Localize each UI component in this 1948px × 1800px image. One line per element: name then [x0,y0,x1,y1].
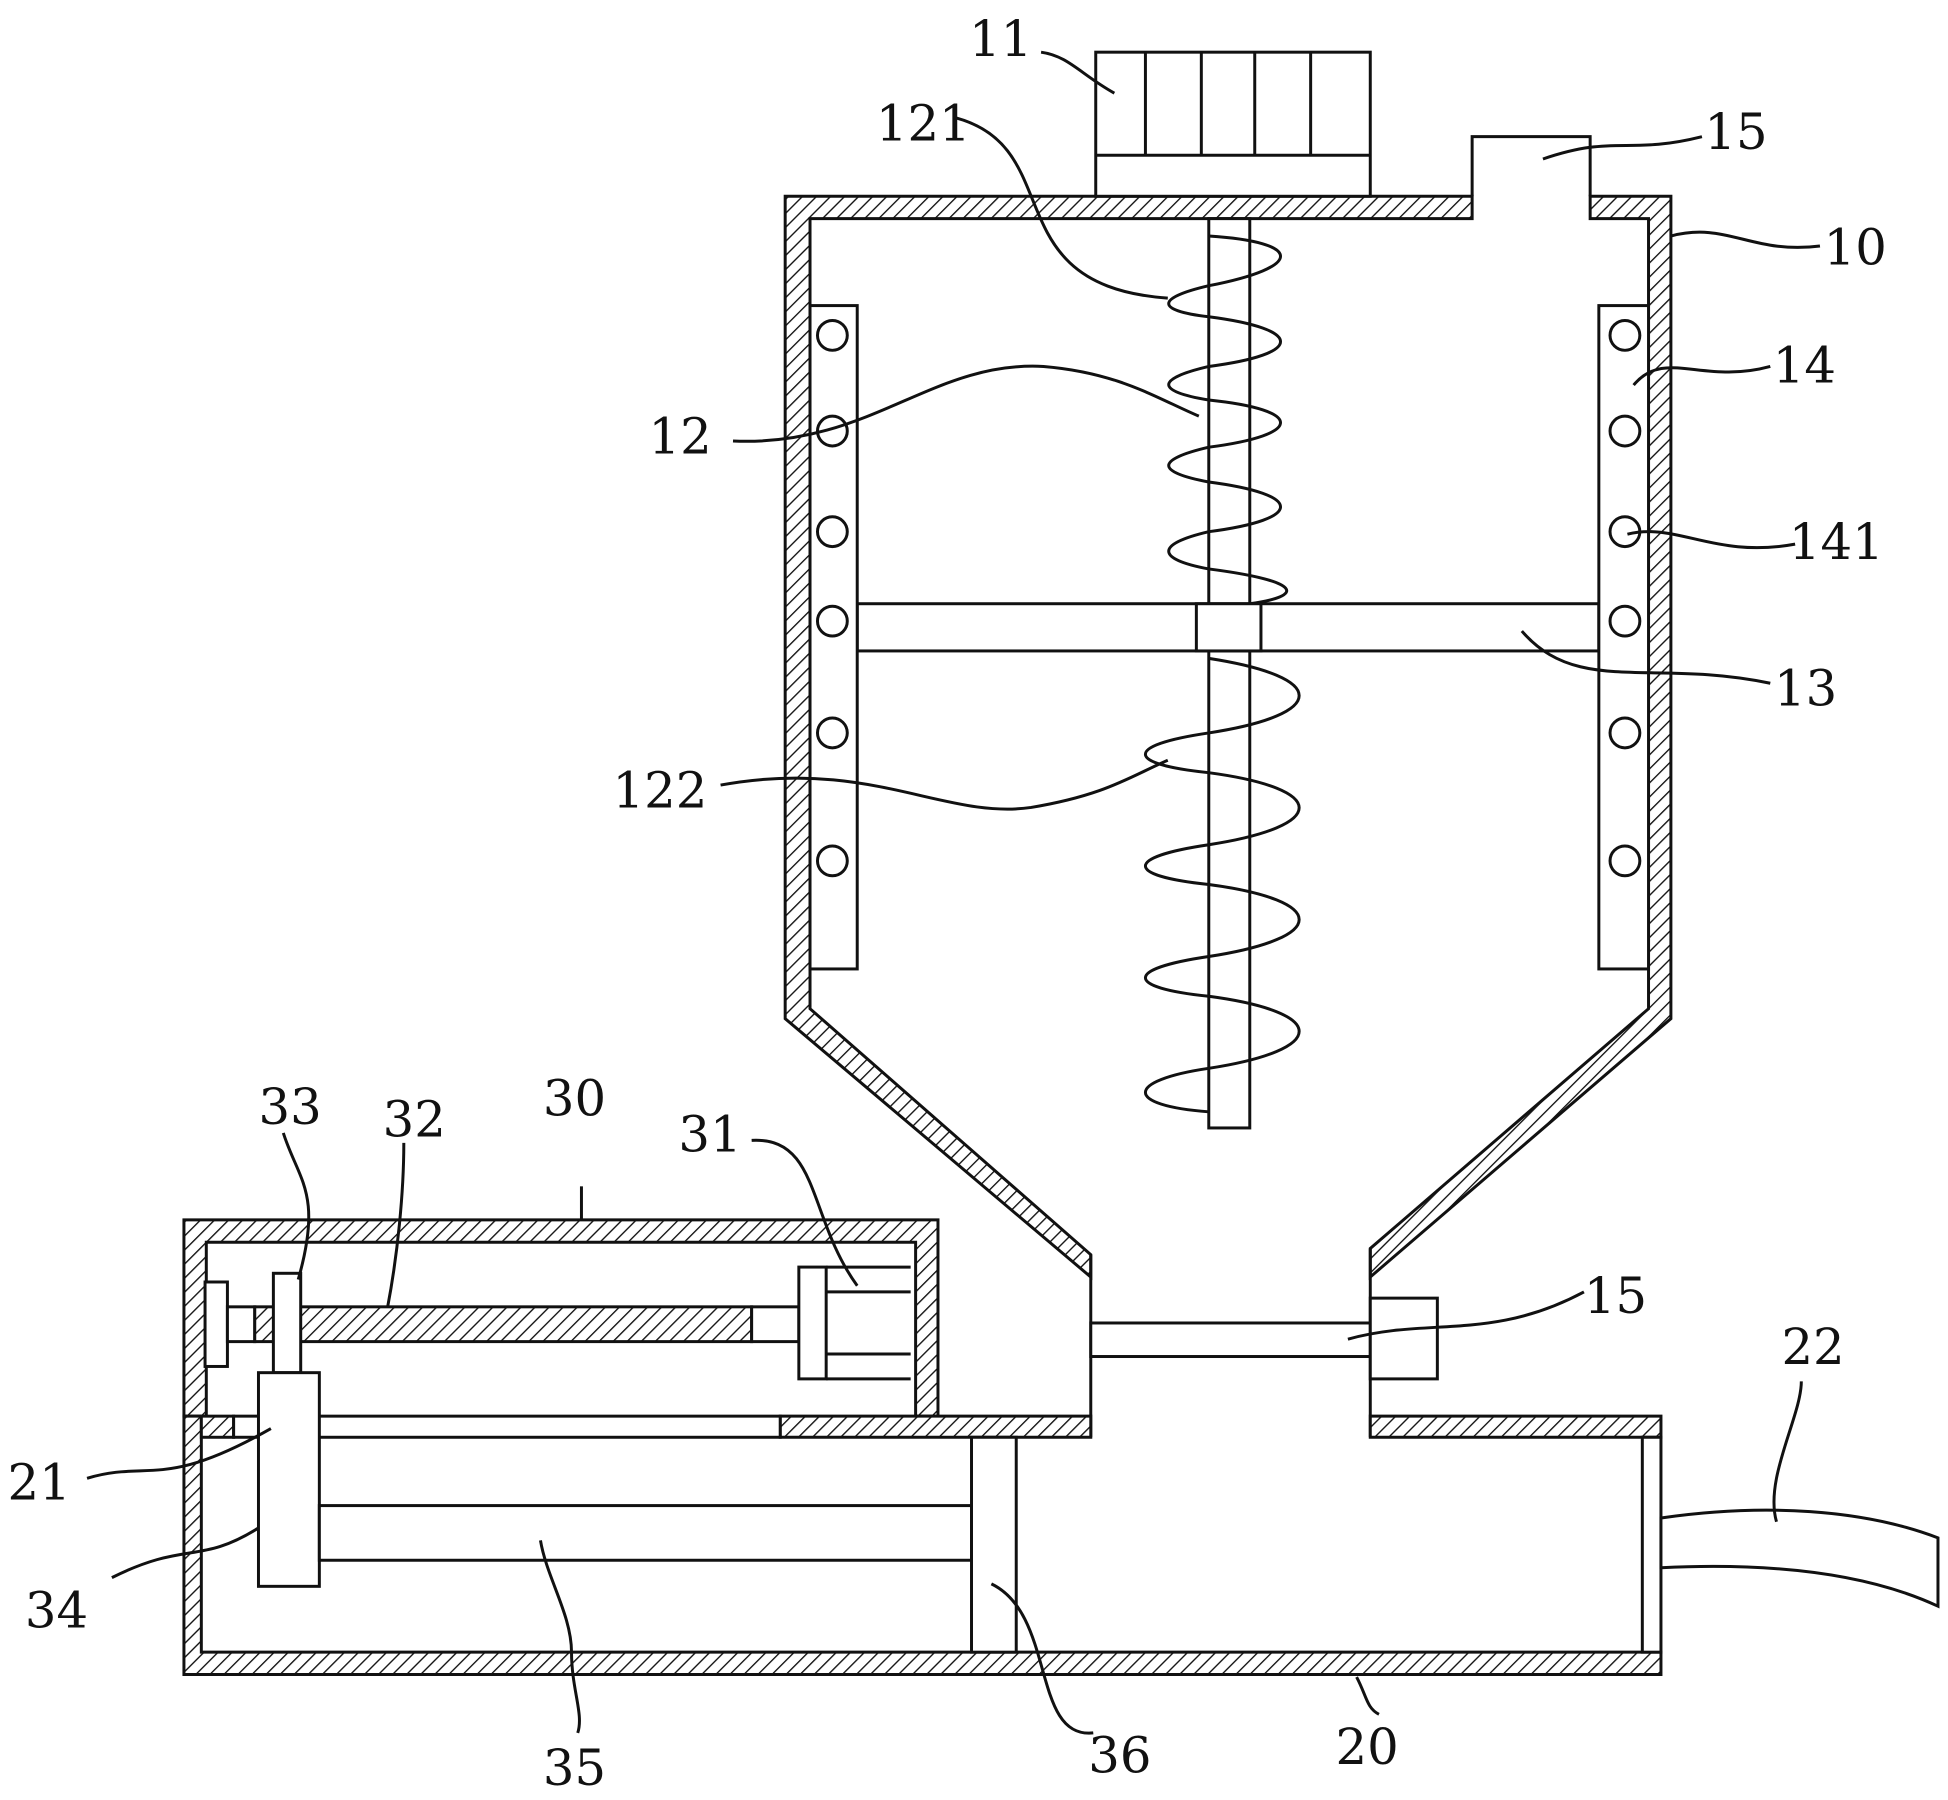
piston [258,1373,319,1587]
perforated-plate-left [810,306,857,969]
label-crossbar: 13 [1774,660,1837,718]
label-upper-box: 30 [543,1070,606,1128]
base [184,1373,1661,1675]
push-plate [972,1437,1017,1652]
label-spiral-upper: 121 [876,94,971,152]
valve [1091,1298,1438,1379]
label-base: 20 [1335,1718,1398,1776]
crossbar [857,604,1599,651]
label-piston-rod: 35 [543,1739,606,1797]
label-slider: 33 [258,1078,321,1136]
label-spiral-lower: 122 [613,761,708,819]
label-valve: 15 [1584,1267,1647,1325]
label-hose: 22 [1781,1318,1844,1376]
label-piston: 34 [25,1581,88,1639]
label-holes: 141 [1789,513,1884,571]
leader-lines [87,52,1820,1733]
label-screw: 32 [383,1091,446,1149]
label-housing: 10 [1824,219,1887,277]
label-push-plate: 36 [1088,1727,1151,1785]
stirring-shaft [1145,219,1299,1128]
label-spiral-blade: 12 [649,407,712,465]
label-base-plate: 21 [8,1453,71,1511]
piston-rod [319,1506,971,1561]
label-motor: 11 [969,10,1032,68]
perforated-plate-right [1599,306,1649,969]
label-plate: 14 [1773,337,1836,395]
label-inlet: 15 [1704,103,1767,161]
motor [1096,52,1371,196]
hose [1661,1510,1938,1606]
label-cylinder: 31 [678,1106,741,1164]
